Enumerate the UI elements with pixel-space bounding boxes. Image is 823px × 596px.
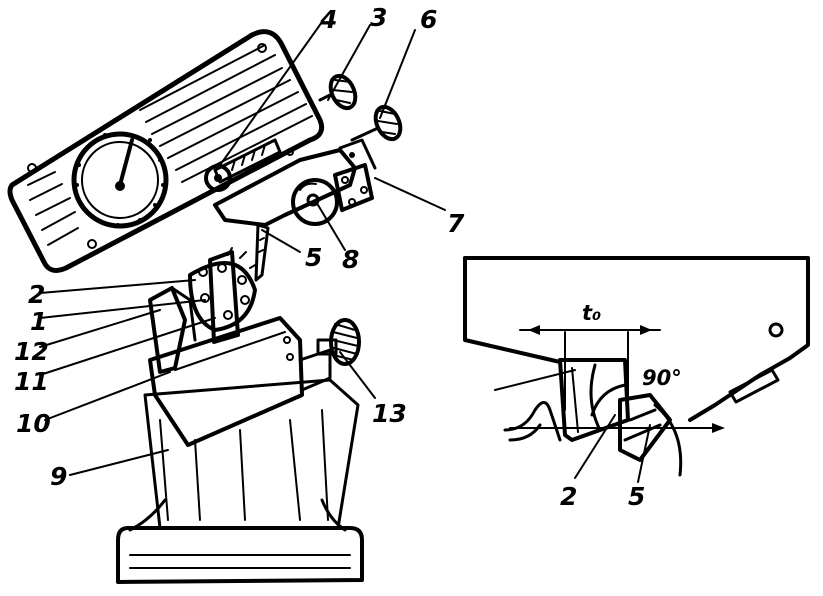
dimension-t0-label: t₀ (582, 301, 601, 325)
callout-5: 5 (305, 243, 322, 272)
screw-icon (257, 43, 267, 53)
callout-3: 3 (370, 3, 387, 32)
detail-callout-5: 5 (628, 482, 645, 511)
screw-icon (768, 322, 784, 338)
screw-icon (283, 336, 291, 344)
knurled-knob-icon (316, 318, 361, 366)
callout-2: 2 (28, 280, 45, 309)
screw-icon (27, 163, 37, 173)
screw-icon (87, 239, 97, 249)
detail-callout-2: 2 (560, 482, 577, 511)
callout-labels: 4 3 6 7 8 5 2 1 12 11 10 9 13 (14, 3, 465, 491)
callout-12: 12 (14, 337, 49, 366)
callout-9: 9 (50, 462, 67, 491)
knurled-knob-icon (350, 104, 403, 142)
callout-11: 11 (14, 367, 49, 396)
callout-1: 1 (30, 307, 47, 336)
measurement-detail-view: t₀ 90° 2 5 (463, 256, 810, 511)
dial-gauge-icon (71, 131, 169, 229)
callout-13: 13 (372, 399, 407, 428)
callout-6: 6 (420, 5, 437, 34)
screw-icon (286, 353, 294, 361)
leader-lines (39, 21, 446, 476)
angle-90-label: 90° (642, 366, 682, 390)
measuring-tips (148, 250, 240, 374)
callout-7: 7 (447, 209, 465, 238)
callout-10: 10 (16, 409, 51, 438)
base-pedestal (116, 378, 364, 584)
callout-4: 4 (319, 5, 337, 34)
carriage-block (148, 316, 332, 447)
callout-8: 8 (342, 245, 359, 274)
knurled-knob-icon (318, 73, 358, 111)
index-wheel (188, 247, 258, 332)
arm-and-roller (213, 138, 377, 282)
gauge-housing (7, 29, 325, 273)
